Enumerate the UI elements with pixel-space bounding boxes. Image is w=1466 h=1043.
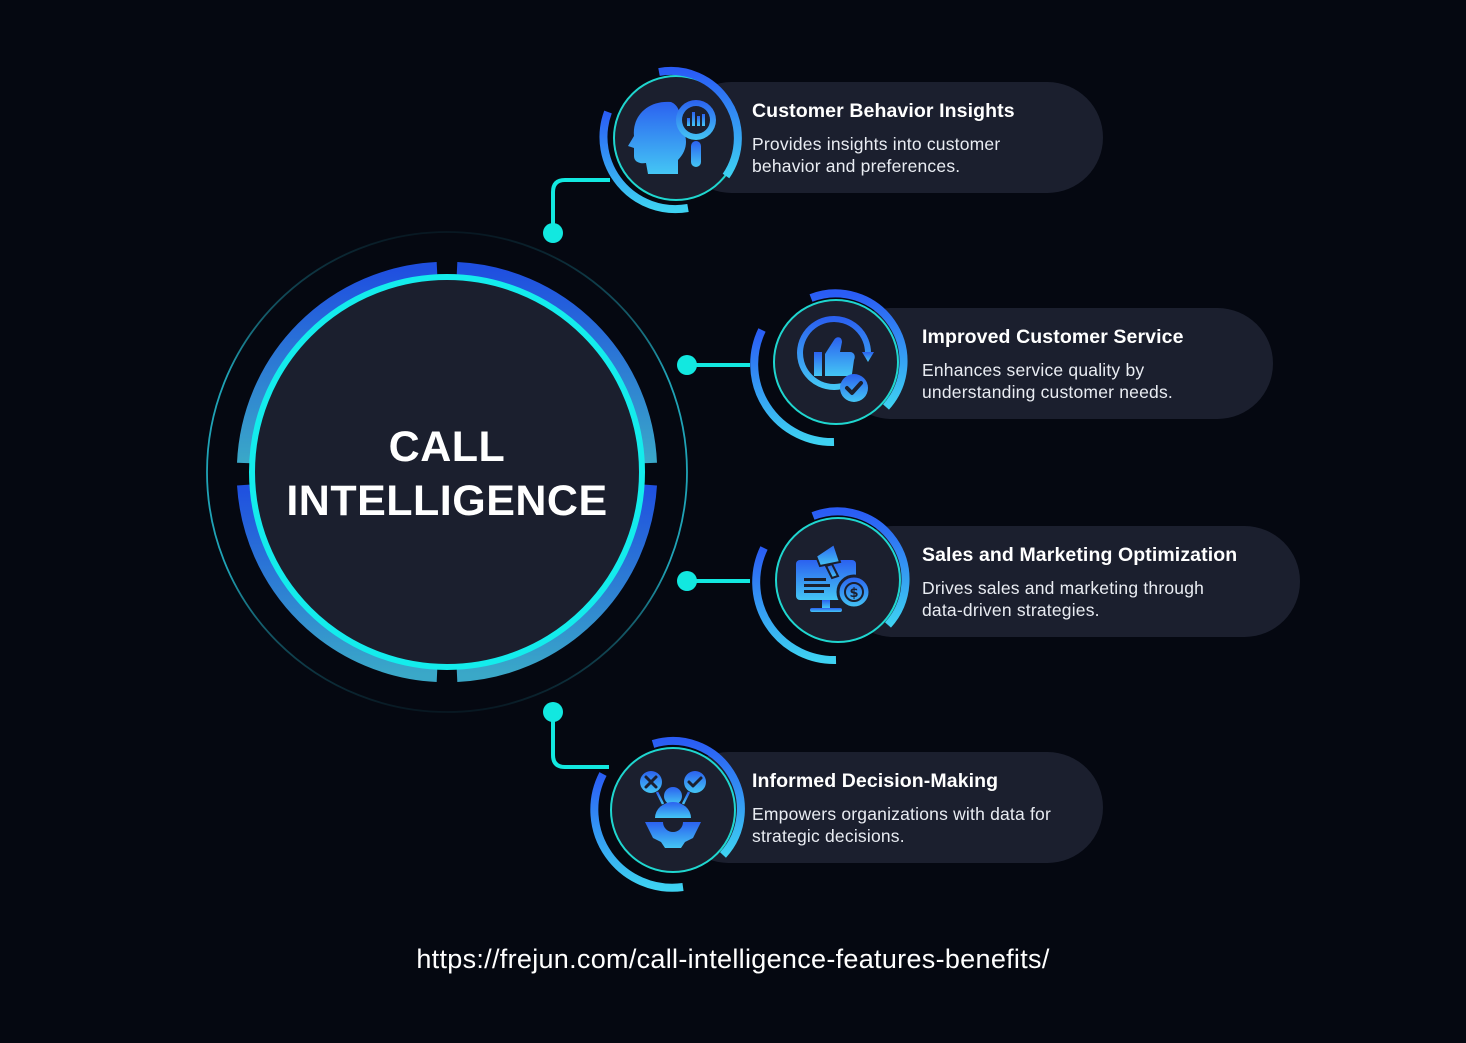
center-title-line-1: CALL [388, 423, 506, 471]
svg-text:$: $ [849, 586, 858, 601]
item-4-text: Informed Decision-Making Empowers organi… [752, 770, 1052, 847]
item-3-icon-badge: $ [752, 507, 910, 665]
item-3-text: Sales and Marketing Optimization Drives … [922, 544, 1237, 621]
card-sales-marketing-optimization [838, 526, 1300, 637]
megaphone-monitor-gear-icon: $ [796, 542, 872, 612]
head-magnifier-chart-icon [628, 100, 716, 174]
connector-dots [543, 223, 697, 722]
person-gear-decision-icon [640, 771, 706, 848]
item-2-description: Enhances service quality by understandin… [922, 360, 1173, 402]
item-2-icon-badge [750, 289, 908, 447]
source-url: https://frejun.com/call-intelligence-fea… [416, 944, 1050, 974]
item-4-description: Empowers organizations with data for str… [752, 804, 1052, 846]
item-1-description: Provides insights into customer behavior… [752, 134, 1001, 176]
item-3-description: Drives sales and marketing through data-… [922, 578, 1205, 620]
item-2-title: Improved Customer Service [922, 326, 1184, 348]
item-1-text: Customer Behavior Insights Provides insi… [752, 100, 1042, 177]
card-customer-behavior-insights [676, 82, 1103, 193]
thumbs-up-check-icon [797, 316, 874, 402]
item-4-title: Informed Decision-Making [752, 770, 999, 792]
center-title-line-2: INTELLIGENCE [286, 477, 608, 525]
item-4-icon-badge [590, 737, 745, 892]
central-hub [206, 231, 688, 713]
item-1-title: Customer Behavior Insights [752, 100, 1015, 122]
center-title: CALL INTELLIGENCE [247, 420, 647, 528]
card-improved-customer-service [836, 308, 1273, 419]
item-2-text: Improved Customer Service Enhances servi… [922, 326, 1202, 403]
item-3-title: Sales and Marketing Optimization [922, 544, 1238, 566]
connectors [551, 178, 750, 769]
item-1-icon-badge [599, 66, 742, 214]
